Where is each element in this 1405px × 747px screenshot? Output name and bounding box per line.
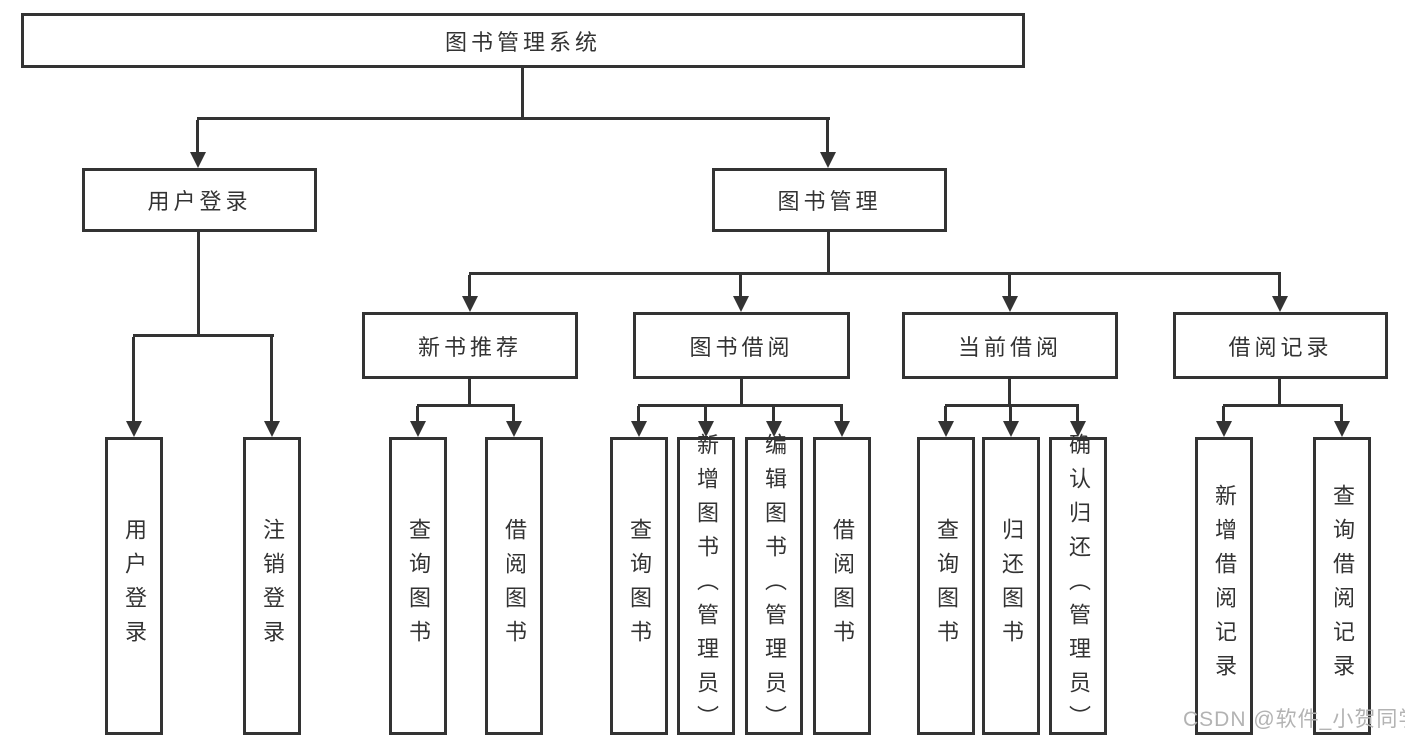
leaf-cb-confirm-return-admin: 确认归还（管理员） (1049, 433, 1107, 739)
connector-bookmgmt-vertical (827, 232, 830, 275)
arrow-shaft (1278, 275, 1281, 298)
arrowhead-icon (1272, 296, 1288, 312)
arrow-to-br-add-record (1216, 406, 1232, 437)
leaf-bb-edit-books-admin: 编辑图书（管理员） (745, 433, 803, 739)
connector-cb-vertical (1008, 379, 1011, 407)
node-book-borrow: 图书借阅 (633, 312, 850, 379)
arrowhead-icon (462, 296, 478, 312)
connector-root-vertical (521, 68, 524, 119)
arrow-to-bb-borrow-books (834, 406, 850, 437)
connector-bb-horizontal (638, 404, 843, 407)
arrowhead-icon (190, 152, 206, 168)
arrowhead-icon (938, 421, 954, 437)
leaf-bb-query-books: 查询图书 (610, 437, 668, 735)
leaf-nbr-query-books: 查询图书 (389, 437, 447, 735)
arrow-to-leaf-logout (264, 337, 280, 437)
arrow-to-bb-edit-books (766, 406, 782, 437)
node-borrow-record: 借阅记录 (1173, 312, 1388, 379)
arrow-shaft (270, 337, 273, 423)
arrow-to-nbr-borrow-books (506, 406, 522, 437)
arrow-shaft (840, 406, 843, 423)
connector-level1-horizontal (197, 117, 830, 120)
arrow-shaft (512, 406, 515, 423)
arrow-to-book-borrow (733, 275, 749, 312)
arrowhead-icon (264, 421, 280, 437)
node-book-management: 图书管理 (712, 168, 947, 232)
arrow-to-user-login (190, 120, 206, 168)
arrow-shaft (468, 275, 471, 298)
leaf-br-add-record: 新增借阅记录 (1195, 437, 1253, 735)
node-user-login: 用户登录 (82, 168, 317, 232)
watermark: CSDN @软件_小贺同学 (1183, 708, 1405, 731)
arrowhead-icon (820, 152, 836, 168)
arrow-to-cb-return-books (1003, 406, 1019, 437)
arrow-shaft (132, 337, 135, 423)
arrowhead-icon (698, 421, 714, 437)
connector-userlogin-horizontal (133, 334, 274, 337)
arrowhead-icon (126, 421, 142, 437)
arrowhead-icon (733, 296, 749, 312)
arrow-to-borrow-record (1272, 275, 1288, 312)
arrowhead-icon (410, 421, 426, 437)
arrowhead-icon (1070, 421, 1086, 437)
arrow-shaft (739, 275, 742, 298)
leaf-logout: 注销登录 (243, 437, 301, 735)
arrowhead-icon (631, 421, 647, 437)
arrow-to-nbr-query-books (410, 406, 426, 437)
arrow-shaft (1076, 406, 1079, 423)
arrow-to-cb-query-books (938, 406, 954, 437)
arrow-shaft (196, 120, 199, 154)
arrowhead-icon (766, 421, 782, 437)
leaf-bb-add-books-admin: 新增图书（管理员） (677, 433, 735, 739)
leaf-bb-borrow-books: 借阅图书 (813, 437, 871, 735)
node-root: 图书管理系统 (21, 13, 1025, 68)
arrow-shaft (826, 120, 829, 154)
node-current-borrow: 当前借阅 (902, 312, 1118, 379)
arrow-to-cb-confirm-return (1070, 406, 1086, 437)
connector-br-horizontal (1223, 404, 1343, 407)
leaf-cb-query-books: 查询图书 (917, 437, 975, 735)
arrow-to-bb-query-books (631, 406, 647, 437)
connector-bb-vertical (740, 379, 743, 407)
arrow-to-br-query-record (1334, 406, 1350, 437)
leaf-br-query-record: 查询借阅记录 (1313, 437, 1371, 735)
arrowhead-icon (1002, 296, 1018, 312)
arrow-shaft (704, 406, 707, 423)
arrowhead-icon (506, 421, 522, 437)
connector-nbr-vertical (468, 379, 471, 407)
arrow-shaft (416, 406, 419, 423)
connector-nbr-horizontal (417, 404, 515, 407)
arrow-to-leaf-user-login (126, 337, 142, 437)
connector-br-vertical (1278, 379, 1281, 407)
leaf-user-login: 用户登录 (105, 437, 163, 735)
arrow-shaft (944, 406, 947, 423)
arrowhead-icon (1003, 421, 1019, 437)
arrowhead-icon (834, 421, 850, 437)
leaf-nbr-borrow-books: 借阅图书 (485, 437, 543, 735)
node-new-book-recommend: 新书推荐 (362, 312, 578, 379)
arrow-to-current-borrow (1002, 275, 1018, 312)
leaf-cb-return-books: 归还图书 (982, 437, 1040, 735)
arrowhead-icon (1216, 421, 1232, 437)
connector-bookmgmt-horizontal (469, 272, 1281, 275)
arrow-shaft (1009, 406, 1012, 423)
arrow-shaft (637, 406, 640, 423)
arrow-shaft (772, 406, 775, 423)
arrow-to-new-book-recommend (462, 275, 478, 312)
arrow-shaft (1222, 406, 1225, 423)
connector-cb-horizontal (945, 404, 1079, 407)
arrow-to-book-management (820, 120, 836, 168)
connector-userlogin-vertical (197, 232, 200, 336)
arrowhead-icon (1334, 421, 1350, 437)
arrow-to-bb-add-books (698, 406, 714, 437)
arrow-shaft (1008, 275, 1011, 298)
arrow-shaft (1340, 406, 1343, 423)
